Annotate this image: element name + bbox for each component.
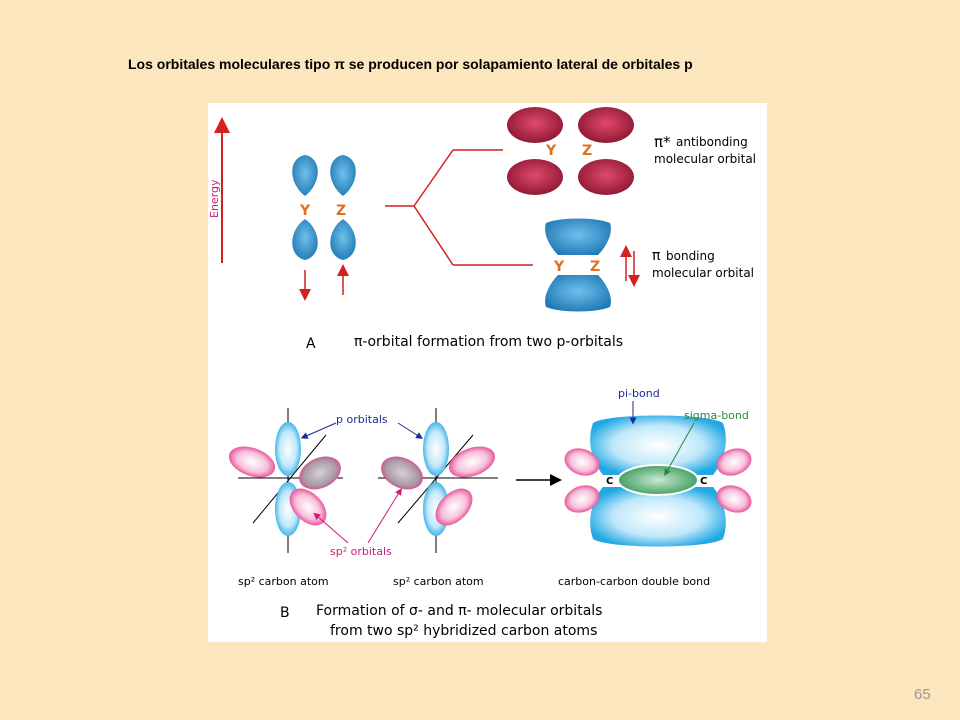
atom-y-label: Y bbox=[299, 203, 311, 219]
bonding-label-line1: bonding bbox=[666, 249, 715, 263]
energy-axis-label: Energy bbox=[208, 179, 221, 218]
energy-axis: Energy bbox=[208, 117, 230, 263]
sp2-carbon-atom-2 bbox=[378, 408, 498, 553]
p-orbital-pair: Y Z bbox=[292, 155, 356, 301]
carbon-carbon-double-bond: C C bbox=[564, 415, 752, 547]
carbon-label-right: C bbox=[700, 476, 707, 487]
sigma-bond-label: sigma-bond bbox=[684, 409, 749, 422]
panel-b-caption-line1: Formation of σ- and π- molecular orbital… bbox=[316, 603, 602, 619]
sp2-carbon-atom-1 bbox=[228, 408, 343, 553]
bonding-label-line2: molecular orbital bbox=[652, 266, 754, 280]
antibonding-label-line2: molecular orbital bbox=[654, 152, 756, 166]
energy-splitting-lines bbox=[385, 149, 533, 266]
p-orbital-z-lower-lobe bbox=[330, 219, 356, 260]
sigma-bond-ellipse bbox=[617, 464, 699, 496]
antibonding-orbital: Y Z bbox=[507, 107, 634, 195]
double-bond-caption: carbon-carbon double bond bbox=[558, 575, 710, 588]
sp2-orbitals-label: sp² orbitals bbox=[330, 545, 392, 558]
bonding-orbital: Y Z bbox=[545, 218, 640, 312]
antibonding-atom-z-label: Z bbox=[582, 143, 592, 159]
atom2-caption: sp² carbon atom bbox=[393, 575, 484, 588]
atom1-caption: sp² carbon atom bbox=[238, 575, 329, 588]
p-orbital-y-lower-lobe bbox=[292, 219, 318, 260]
bonding-symbol: π bbox=[652, 248, 661, 264]
bonding-atom-z-label: Z bbox=[590, 259, 600, 275]
bonding-atom-y-label: Y bbox=[553, 259, 565, 275]
atom-z-label: Z bbox=[336, 203, 346, 219]
panel-a-letter: A bbox=[306, 336, 316, 352]
pi-bond-label: pi-bond bbox=[618, 387, 660, 400]
p-orbital-z-upper-lobe bbox=[330, 155, 356, 196]
orbital-figure: Energy Y Z Y Z π* antibonding molecular … bbox=[208, 103, 767, 642]
carbon-label-left: C bbox=[606, 476, 613, 487]
page-number: 65 bbox=[914, 686, 931, 703]
slide-title: Los orbitales moleculares tipo π se prod… bbox=[128, 56, 693, 72]
p-orbital-y-upper-lobe bbox=[292, 155, 318, 196]
panel-b-letter: B bbox=[280, 605, 290, 621]
panel-a-caption: π-orbital formation from two p-orbitals bbox=[354, 334, 623, 350]
antibonding-label-line1: antibonding bbox=[676, 135, 748, 149]
antibonding-symbol: π* bbox=[654, 133, 671, 151]
antibonding-atom-y-label: Y bbox=[545, 143, 557, 159]
p-orbitals-label: p orbitals bbox=[336, 413, 388, 426]
panel-b-caption-line2: from two sp² hybridized carbon atoms bbox=[330, 623, 597, 639]
